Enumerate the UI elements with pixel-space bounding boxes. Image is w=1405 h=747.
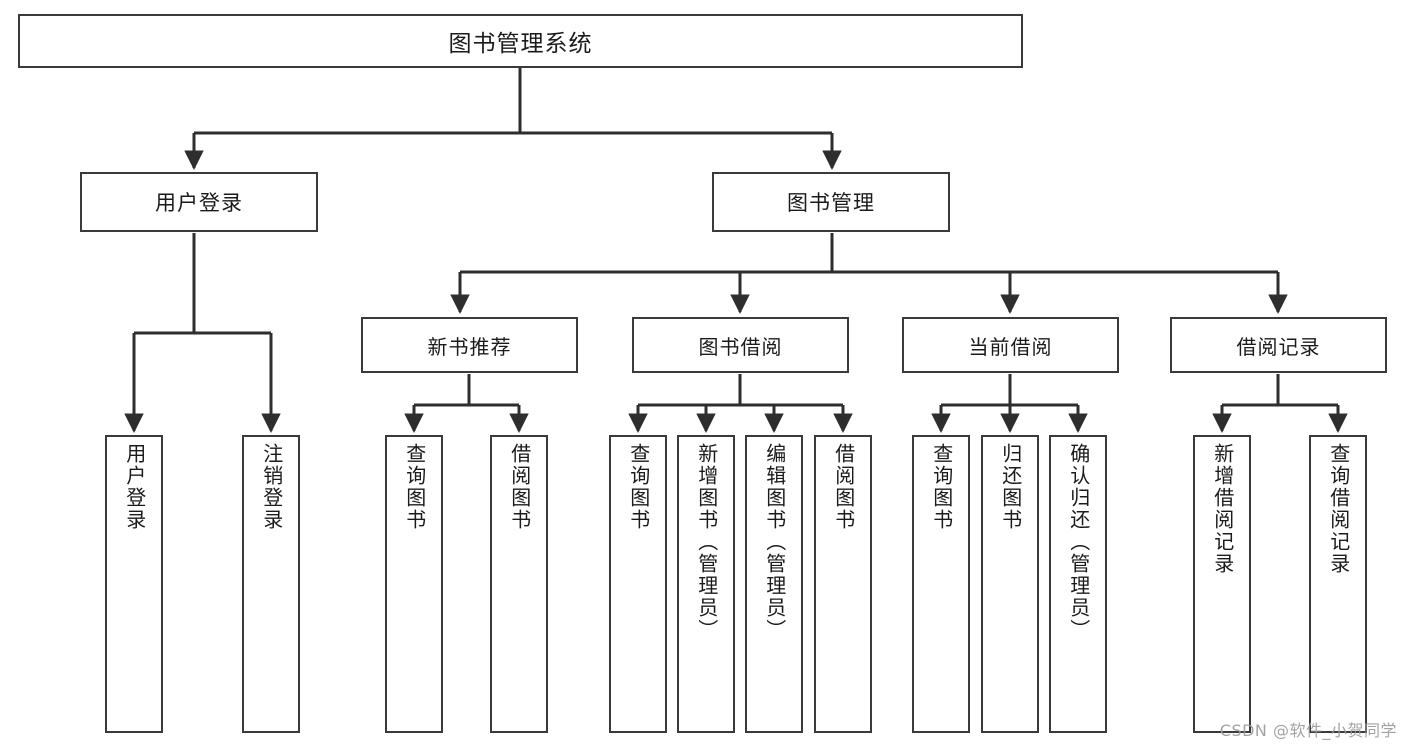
leaf-label: 新增借阅记录 (1210, 443, 1235, 575)
leaf-borrow-book-recommend[interactable]: 借阅图书 (490, 435, 548, 733)
leaf-label: 确认归还（管理员） (1066, 443, 1091, 641)
leaf-label: 用户登录 (122, 443, 147, 531)
leaf-query-book-recommend[interactable]: 查询图书 (385, 435, 443, 733)
node-user-login[interactable]: 用户登录 (80, 172, 318, 232)
node-label: 图书管理 (787, 191, 875, 215)
node-borrowing-record[interactable]: 借阅记录 (1170, 317, 1387, 373)
leaf-add-book-admin[interactable]: 新增图书（管理员） (677, 435, 735, 733)
leaf-label: 新增图书（管理员） (694, 443, 719, 641)
leaf-confirm-return-admin[interactable]: 确认归还（管理员） (1049, 435, 1107, 733)
leaf-label: 借阅图书 (831, 443, 856, 531)
node-label: 借阅记录 (1236, 334, 1321, 359)
node-label: 图书借阅 (698, 334, 783, 359)
node-label: 当前借阅 (968, 334, 1053, 359)
node-new-book-recommendation[interactable]: 新书推荐 (361, 317, 578, 373)
leaf-add-borrow-record[interactable]: 新增借阅记录 (1193, 435, 1251, 733)
leaf-label: 查询借阅记录 (1326, 443, 1351, 575)
watermark: CSDN @软件_小贺同学 (1219, 721, 1397, 740)
leaf-edit-book-admin[interactable]: 编辑图书（管理员） (745, 435, 803, 733)
leaf-query-book-current[interactable]: 查询图书 (912, 435, 970, 733)
leaf-label: 查询图书 (929, 443, 954, 531)
leaf-query-borrow-record[interactable]: 查询借阅记录 (1309, 435, 1367, 733)
leaf-borrow-book[interactable]: 借阅图书 (814, 435, 872, 733)
node-label: 图书管理系统 (448, 31, 593, 57)
leaf-label: 归还图书 (998, 443, 1023, 531)
node-root-book-management-system[interactable]: 图书管理系统 (18, 14, 1023, 68)
leaf-label: 查询图书 (626, 443, 651, 531)
node-current-borrowing[interactable]: 当前借阅 (902, 317, 1119, 373)
leaf-user-login[interactable]: 用户登录 (105, 435, 163, 733)
leaf-label: 注销登录 (259, 443, 284, 531)
node-book-management[interactable]: 图书管理 (712, 172, 950, 232)
leaf-query-book-borrow[interactable]: 查询图书 (609, 435, 667, 733)
leaf-label: 编辑图书（管理员） (762, 443, 787, 641)
node-label: 用户登录 (155, 191, 243, 215)
leaf-logout[interactable]: 注销登录 (242, 435, 300, 733)
node-label: 新书推荐 (427, 334, 512, 359)
leaf-return-book[interactable]: 归还图书 (981, 435, 1039, 733)
node-book-borrowing[interactable]: 图书借阅 (632, 317, 849, 373)
leaf-label: 查询图书 (402, 443, 427, 531)
leaf-label: 借阅图书 (507, 443, 532, 531)
